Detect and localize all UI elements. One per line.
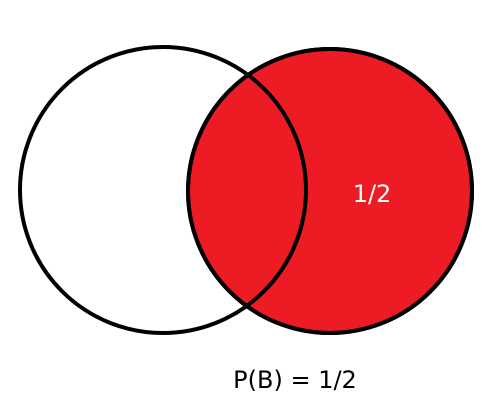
- probability-caption: P(B) = 1/2: [233, 366, 357, 394]
- set-a-circle: [18, 45, 308, 335]
- set-b-outline: [186, 47, 474, 335]
- set-b-probability-label: 1/2: [353, 180, 392, 208]
